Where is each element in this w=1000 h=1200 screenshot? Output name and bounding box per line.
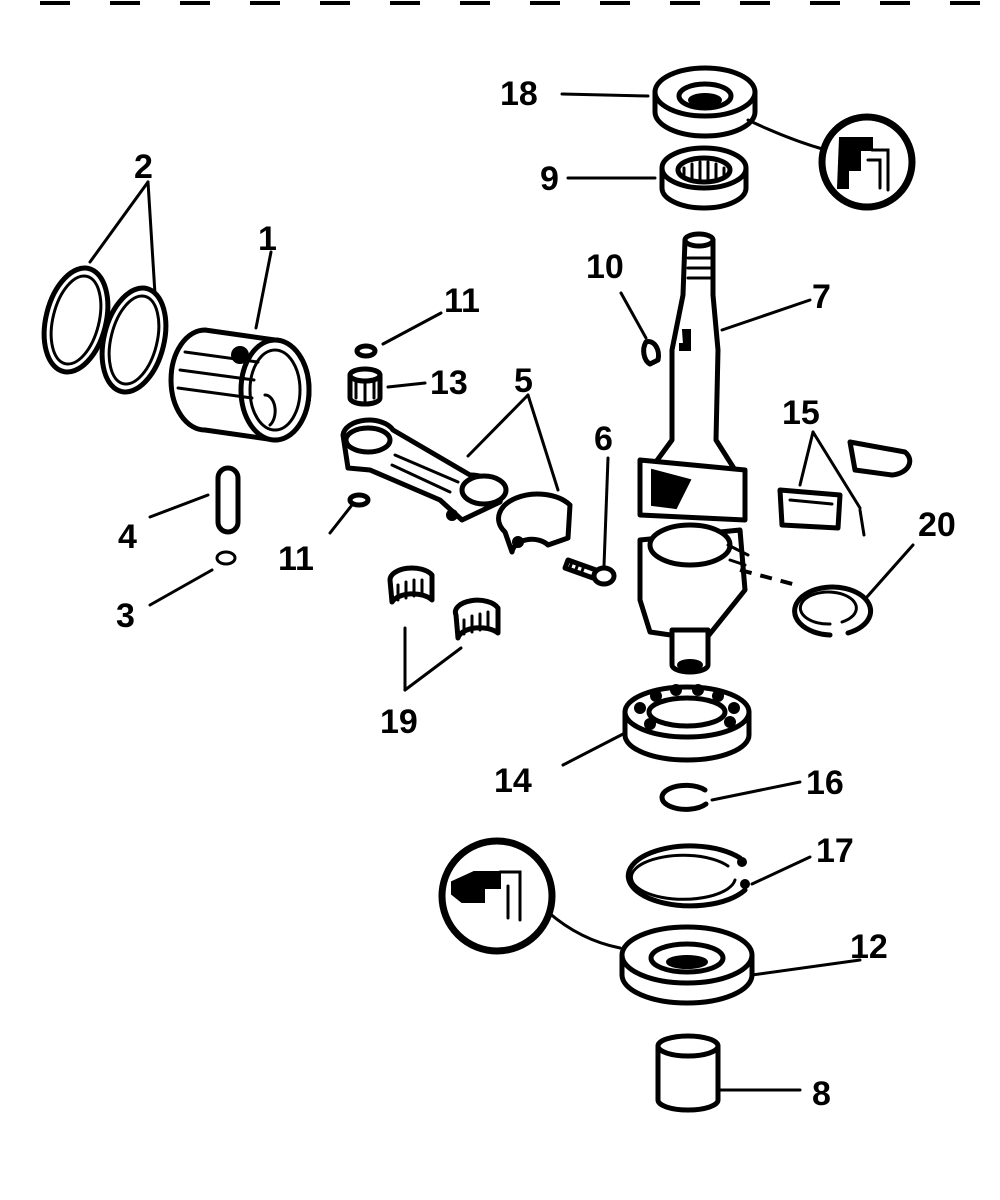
lower-seal-part (619, 924, 755, 1006)
piston-pin-part (215, 465, 241, 535)
woodruff-key-part (641, 339, 661, 367)
callout-19: 19 (380, 703, 418, 741)
thrust-washers-part (347, 343, 378, 508)
callout-7: 7 (812, 278, 831, 316)
piston-rings-part (41, 265, 169, 395)
bearing-retaining-ring-part (739, 568, 874, 638)
callout-6: 6 (594, 420, 613, 458)
callout-17: 17 (816, 832, 854, 870)
callout-18: 18 (500, 75, 538, 113)
pin-retainer-part (215, 550, 237, 566)
bottom-sealant-icon (438, 837, 622, 955)
callout-12: 12 (850, 928, 888, 966)
callout-4: 4 (118, 518, 137, 556)
callout-10: 10 (586, 248, 624, 286)
wrist-pin-bearing-part (347, 366, 383, 407)
callout-labels: 1 2 3 4 5 6 7 8 9 10 11 11 12 13 14 15 1… (116, 75, 956, 1113)
callout-20: 20 (918, 506, 956, 544)
upper-needle-bearing-part (659, 145, 749, 211)
large-snap-ring-part (625, 843, 750, 909)
upper-seal-part (652, 65, 758, 139)
leader-lines (88, 92, 915, 1092)
callout-16: 16 (806, 764, 844, 802)
top-sealant-icon (746, 113, 916, 211)
rod-cap-screw-part (562, 557, 617, 587)
callout-3: 3 (116, 597, 135, 635)
piston-part (168, 327, 312, 443)
callout-11-bottom: 11 (278, 540, 314, 578)
callout-1: 1 (258, 220, 277, 258)
callout-11-top: 11 (444, 282, 480, 320)
small-snap-ring-part (659, 782, 709, 812)
crankshaft-part (637, 231, 750, 675)
ball-bearing-part (622, 684, 752, 763)
main-bearing-halves-part (777, 439, 913, 537)
callout-8: 8 (812, 1075, 831, 1113)
lower-bushing-part (655, 1033, 721, 1113)
callout-15: 15 (782, 394, 820, 432)
connecting-rod-part (340, 417, 573, 555)
callout-2: 2 (134, 148, 153, 186)
callout-13: 13 (430, 364, 468, 402)
rod-needle-bearings-part (387, 565, 501, 641)
callout-14: 14 (494, 762, 532, 800)
callout-5: 5 (514, 362, 533, 400)
callout-9: 9 (540, 160, 559, 198)
